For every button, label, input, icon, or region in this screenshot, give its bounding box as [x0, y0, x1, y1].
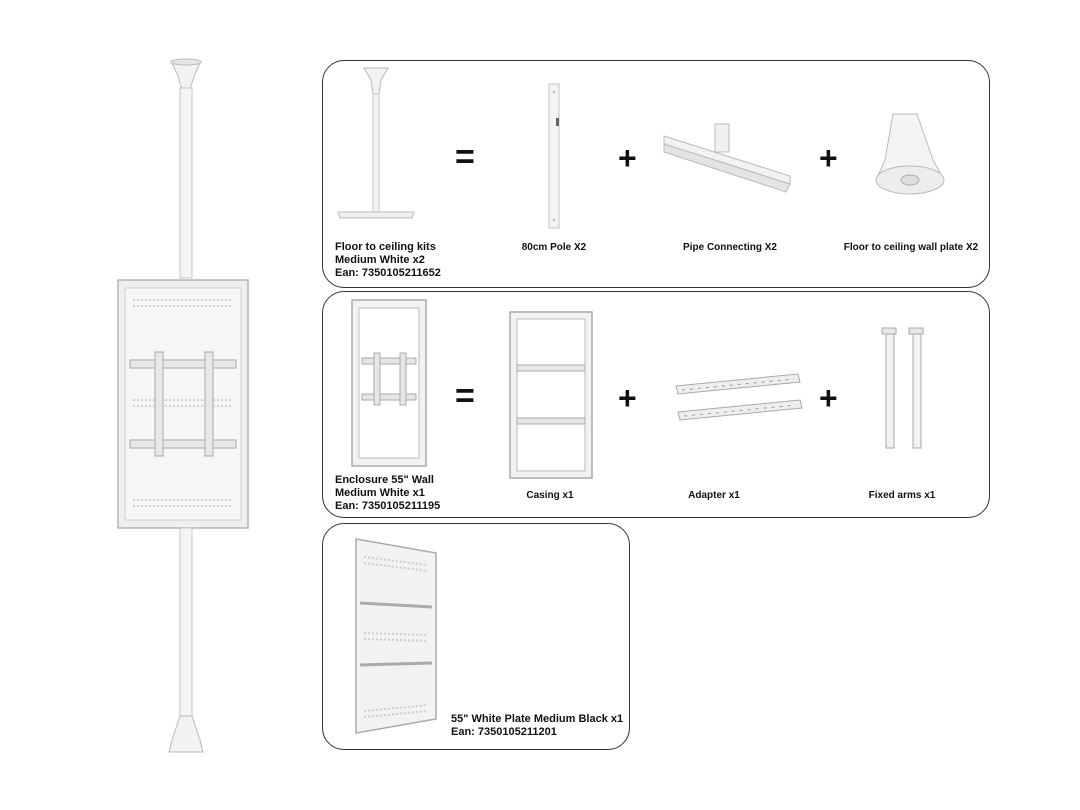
- enclosure-label-line1: Enclosure 55" Wall: [335, 474, 434, 486]
- kit-label-line1: Floor to ceiling kits: [335, 241, 436, 253]
- plus-sign-4: +: [819, 380, 838, 416]
- kit-ean: Ean: 7350105211652: [335, 267, 441, 279]
- white-plate-image: [355, 538, 437, 734]
- plus-sign-1: +: [618, 140, 637, 176]
- fixed-arms-part-label: Fixed arms x1: [868, 490, 936, 501]
- wall-plate-part-image: [875, 113, 945, 195]
- equals-sign-2: =: [455, 377, 475, 415]
- floor-to-ceiling-kit-image: [337, 67, 415, 219]
- enclosure-label-line2: Medium White x1: [335, 487, 425, 499]
- equals-sign: =: [455, 138, 475, 176]
- adapter-part-image: [675, 373, 803, 421]
- white-plate-label: 55" White Plate Medium Black x1: [451, 713, 624, 725]
- plus-sign-2: +: [819, 140, 838, 176]
- enclosure-ean: Ean: 7350105211195: [335, 500, 441, 512]
- white-plate-ean: Ean: 7350105211201: [451, 726, 557, 738]
- pole-part-image: [548, 83, 560, 229]
- wall-plate-part-label: Floor to ceiling wall plate X2: [843, 242, 979, 253]
- pipe-connecting-part-image: [663, 123, 791, 193]
- enclosure-kit-panel: [322, 291, 990, 518]
- casing-part-image: [509, 311, 593, 479]
- enclosure-kit-image: [351, 299, 427, 467]
- adapter-part-label: Adapter x1: [688, 490, 740, 501]
- kit-label-line2: Medium White x2: [335, 254, 425, 266]
- pole-part-label: 80cm Pole X2: [521, 242, 587, 253]
- fixed-arms-part-image: [881, 327, 924, 449]
- pipe-connecting-part-label: Pipe Connecting X2: [683, 242, 777, 253]
- plus-sign-3: +: [618, 380, 637, 416]
- casing-part-label: Casing x1: [526, 490, 574, 501]
